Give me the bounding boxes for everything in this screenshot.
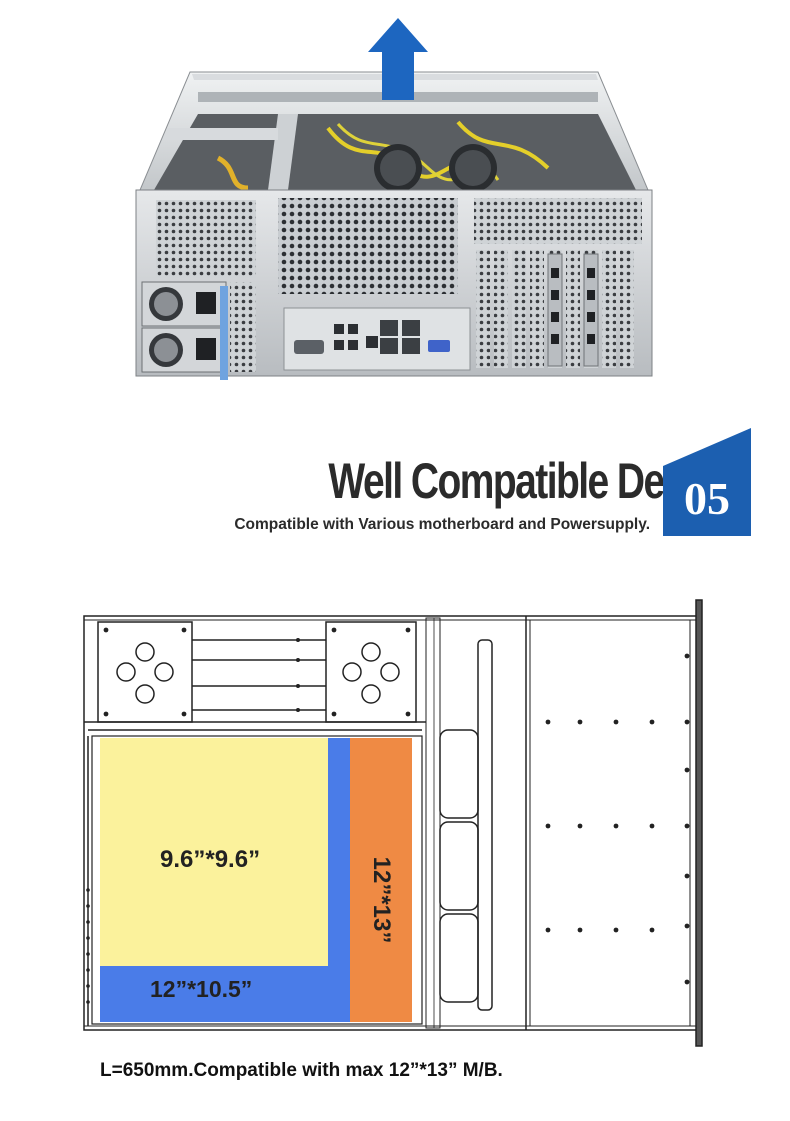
up-arrow-icon [368,18,428,100]
section-number-badge [663,428,751,536]
chassis-rear-photo [135,18,653,380]
section-title: Well Compatible Design [328,453,739,509]
board-label-large: 12”*13” [368,856,395,944]
board-label-medium: 12”*10.5” [150,976,253,1002]
chassis-top-view-drawing [83,599,703,1047]
board-zone-12x13 [350,738,412,1022]
section-subtitle: Compatible with Various motherboard and … [234,516,650,533]
section-number: 05 [684,473,730,524]
drawing-caption: L=650mm.Compatible with max 12”*13” M/B. [100,1060,503,1081]
board-label-small: 9.6”*9.6” [160,846,261,873]
board-zone-9.6x9.6 [100,738,328,966]
